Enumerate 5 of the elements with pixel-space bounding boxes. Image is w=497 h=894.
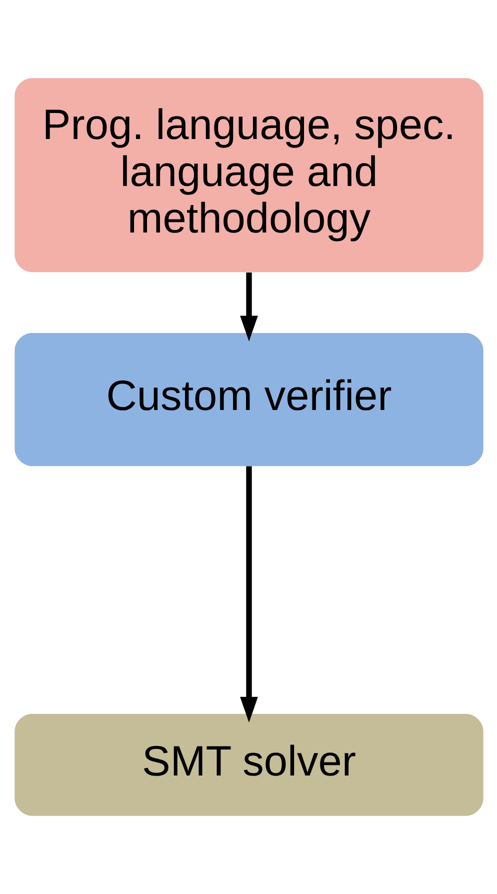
arrow — [240, 466, 258, 722]
node-box: Prog. language, spec. language and methodology — [14, 78, 483, 272]
arrow — [240, 272, 258, 342]
node-box: Custom verifier — [14, 333, 483, 466]
node-box: SMT solver — [14, 714, 483, 816]
